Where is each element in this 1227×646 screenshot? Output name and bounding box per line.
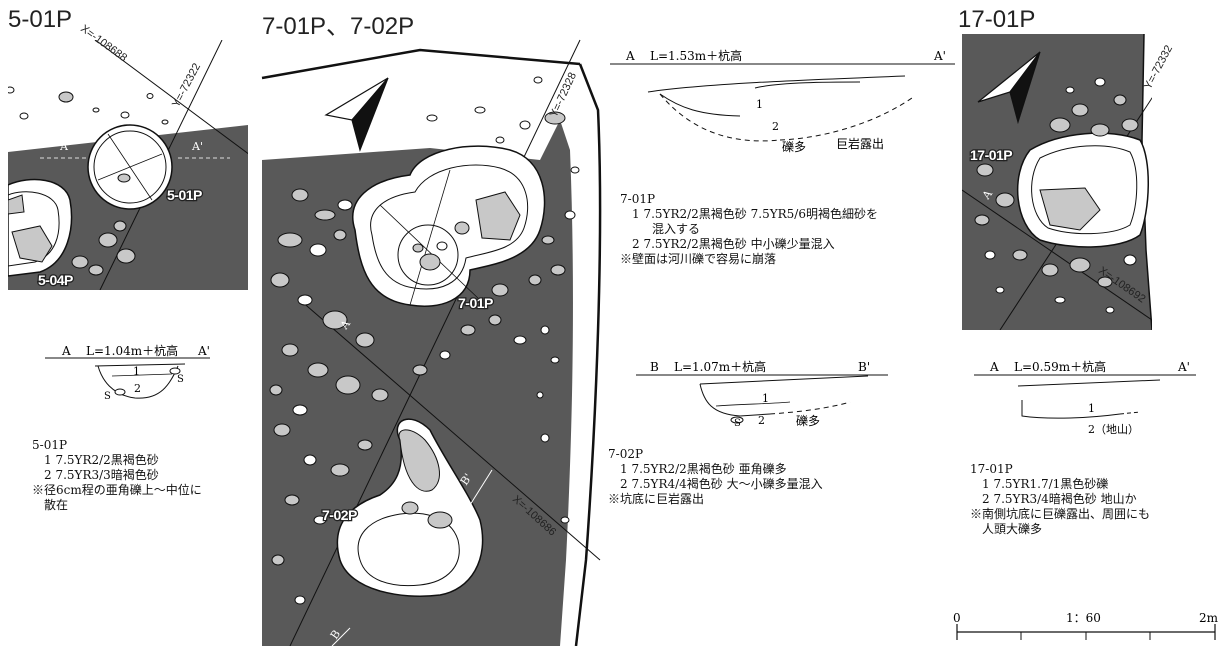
label-a: A <box>59 140 69 153</box>
label-a-prime: A' <box>535 123 553 140</box>
layer-1: 1 <box>133 365 140 378</box>
scale-zero: 0 <box>953 611 961 625</box>
section-level: L=1.53m＋杭高 <box>650 48 742 63</box>
section-a-prime: A' <box>933 49 946 63</box>
description-5-01p: 5-01P 1 7.5YR2/2黒褐色砂 2 7.5YR3/3暗褐色砂 ※径6c… <box>32 438 202 512</box>
section-level: L=0.59m＋杭高 <box>1014 359 1106 374</box>
plan-5-01p <box>8 40 248 290</box>
pit-label-17-01p: 17-01P <box>970 147 1012 163</box>
pit-label-5-04p: 5-04P <box>38 272 73 288</box>
section-b: B <box>650 360 659 374</box>
pit-7-01p <box>352 145 546 307</box>
description-17-01p: 17-01P 1 7.5YR1.7/1黒色砂礫 2 7.5YR3/4暗褐色砂 地… <box>970 462 1151 536</box>
scale-ratio: 1：60 <box>1066 611 1101 625</box>
label-a-prime: A' <box>191 140 203 153</box>
section-7-01p-b <box>636 374 888 424</box>
section-title-7-01p-7-02p: 7-01P、7-02P <box>262 13 415 40</box>
section-level: L=1.04m＋杭高 <box>86 343 178 358</box>
layer-2: 2（地山） <box>1088 423 1139 436</box>
section-a: A <box>625 49 635 63</box>
plan-7-01p-7-02p <box>261 39 602 646</box>
section-a-prime: A' <box>197 344 210 358</box>
section-5-01p <box>45 357 210 399</box>
note-gravel: 礫多 <box>782 139 806 154</box>
note-gravel: 礫多 <box>796 413 820 428</box>
layer-2: 2 <box>134 382 141 395</box>
section-level: L=1.07m＋杭高 <box>674 359 766 374</box>
grid-y-72322: Y=-72322 <box>170 61 203 109</box>
stone-s: S <box>734 418 741 429</box>
section-7-01p-a <box>610 63 955 142</box>
stone-s: S <box>104 391 111 402</box>
note-rock: 巨岩露出 <box>836 136 884 151</box>
layer-1: 1 <box>1088 402 1095 415</box>
layer-1: 1 <box>756 98 763 111</box>
layer-2: 2 <box>772 120 779 133</box>
section-a-prime: A' <box>1177 360 1190 374</box>
section-a: A <box>61 344 71 358</box>
section-title-17-01p: 17-01P <box>958 6 1036 33</box>
scale-end: 2m <box>1199 611 1219 625</box>
section-a: A <box>989 360 999 374</box>
section-title-5-01p: 5-01P <box>8 6 73 33</box>
description-7-01p: 7-01P 1 7.5YR2/2黒褐色砂 7.5YR5/6明褐色細砂を 混入する… <box>620 192 878 266</box>
layer-1: 1 <box>762 392 769 405</box>
pit-label-5-01p: 5-01P <box>167 187 202 203</box>
layer-2: 2 <box>758 414 765 427</box>
section-b-prime: B' <box>858 360 870 374</box>
description-7-02p: 7-02P 1 7.5YR2/2黒褐色砂 亜角礫多 2 7.5YR4/4褐色砂 … <box>608 447 823 506</box>
section-17-01p <box>974 374 1196 419</box>
pit-label-7-02p: 7-02P <box>322 507 357 523</box>
grid-x-108688: X=-108688 <box>78 23 129 65</box>
stone-s: S <box>177 374 184 385</box>
scale-bar <box>956 624 1216 640</box>
grid-y-72328: Y=-72328 <box>548 71 579 120</box>
plan-17-01p <box>962 34 1152 330</box>
pit-label-7-01p: 7-01P <box>458 295 493 311</box>
